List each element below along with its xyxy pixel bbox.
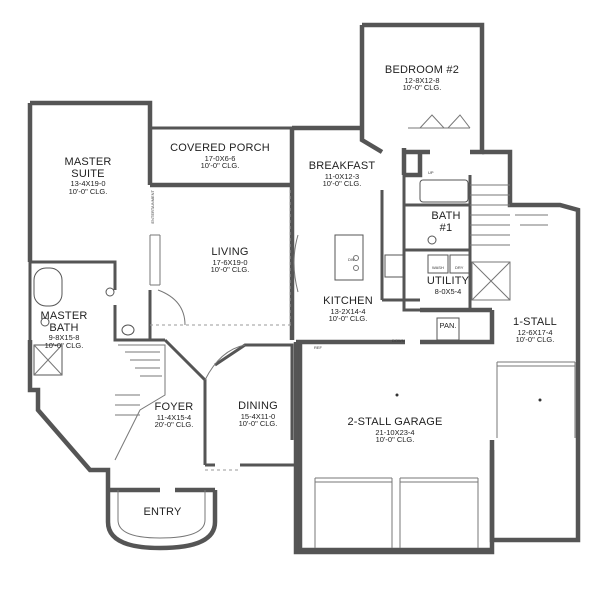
room-dimensions: 12-6X17-4 — [517, 327, 553, 337]
garage-label: 2-STALL GARAGE 21-10X23-4 10'-0" CLG. — [330, 416, 460, 445]
room-ceiling: 10'-0" CLG. — [328, 314, 368, 324]
washer-label: WASH — [432, 265, 444, 270]
room-name-line1: MASTER — [64, 156, 112, 168]
refrigerator-label: REF — [314, 345, 322, 350]
room-name: FOYER — [154, 401, 194, 413]
utility-label: UTILITY 8-0X5-4 — [420, 275, 476, 296]
pantry — [436, 317, 460, 341]
room-name: DINING — [238, 400, 278, 412]
garage-door-2 — [399, 477, 479, 548]
entry-label: ENTRY — [135, 506, 190, 519]
room-dimensions: 12-8X12-8 — [404, 75, 440, 85]
room-name-line2: SUITE — [71, 167, 105, 180]
kitchen-label: KITCHEN 13-2X14-4 10'-0" CLG. — [308, 295, 388, 324]
living-label: LIVING 17-6X19-0 10'-0" CLG. — [185, 246, 275, 275]
room-name: LIVING — [211, 246, 249, 258]
washer — [427, 254, 449, 274]
stairs-right — [470, 184, 510, 246]
one-stall-label: 1-STALL 12-6X17-4 10'-0" CLG. — [495, 316, 575, 345]
room-dimensions: 13-2X14-4 — [330, 306, 366, 316]
room-name: BREAKFAST — [308, 160, 376, 172]
bedroom2-label: BEDROOM #2 12-8X12-8 10'-0" CLG. — [372, 64, 472, 93]
room-name-line1: BATH — [431, 210, 461, 222]
room-ceiling: 10'-0" CLG. — [44, 340, 84, 350]
master-suite-label: MASTER SUITE 13-4X19-0 10'-0" CLG. — [48, 156, 128, 196]
room-dimensions: 15-4X11-0 — [240, 411, 276, 421]
foyer-label: FOYER 11-4X15-4 20'-0" CLG. — [140, 401, 208, 430]
room-name: UTILITY — [426, 275, 470, 287]
room-name: PAN. — [439, 321, 457, 330]
room-name-line2: #1 — [439, 221, 453, 234]
room-ceiling: 10'-0" CLG. — [238, 419, 278, 429]
room-name-line1: MASTER — [40, 310, 88, 322]
room-dimensions: 17-6X19-0 — [212, 257, 248, 267]
room-dimensions: 8-0X5-4 — [434, 286, 462, 296]
room-name: 2-STALL GARAGE — [347, 416, 443, 428]
dryer-label: DRY — [455, 265, 464, 270]
entry-walls — [105, 487, 218, 551]
covered-porch-label: COVERED PORCH 17-0X6-6 10'-0" CLG. — [160, 142, 280, 171]
room-ceiling: 10'-0" CLG. — [515, 335, 555, 345]
breakfast-label: BREAKFAST 11-0X12-3 10'-0" CLG. — [302, 160, 382, 189]
room-name: KITCHEN — [323, 295, 373, 307]
room-dimensions: 21-10X23-4 — [375, 427, 415, 437]
master-suite-walls — [28, 260, 152, 342]
stair-up-label: UP — [428, 170, 434, 175]
room-name-line2: BATH — [49, 321, 79, 334]
room-ceiling: 10'-0" CLG. — [322, 179, 362, 189]
master-toilet — [121, 324, 135, 336]
garage-door-1 — [314, 477, 393, 548]
room-name: COVERED PORCH — [170, 142, 270, 154]
room-ceiling: 10'-0" CLG. — [68, 186, 108, 196]
room-ceiling: 10'-0" CLG. — [402, 83, 442, 93]
room-dimensions: 9-8X15-8 — [48, 333, 80, 343]
master-tub — [33, 267, 63, 307]
bath1-tub — [419, 179, 469, 203]
stairs-foyer — [114, 344, 166, 461]
room-ceiling: 10'-0" CLG. — [200, 161, 240, 171]
garage-walls — [293, 307, 495, 555]
bedroom2-closet — [408, 114, 471, 129]
room-ceiling: 10'-0" CLG. — [375, 435, 415, 445]
room-name: BEDROOM #2 — [384, 64, 460, 76]
pantry-label: PAN. — [436, 322, 460, 330]
stair-down-label: DOWN — [392, 338, 405, 343]
room-dimensions: 13-4X19-0 — [70, 179, 106, 189]
dishwasher-label: DW — [348, 257, 355, 262]
entertainment-label: ENTERTAINMENT — [150, 190, 155, 224]
room-dimensions: 11-4X15-4 — [156, 412, 192, 422]
room-dimensions: 17-0X6-6 — [204, 153, 236, 163]
master-bath-label: MASTER BATH 9-8X15-8 10'-0" CLG. — [28, 310, 100, 350]
garage-door-3 — [496, 361, 576, 438]
dining-label: DINING 15-4X11-0 10'-0" CLG. — [222, 400, 294, 429]
room-name: ENTRY — [143, 506, 182, 518]
bath1-label: BATH #1 — [426, 210, 466, 234]
room-ceiling: 20'-0" CLG. — [154, 420, 194, 430]
room-dimensions: 11-0X12-3 — [324, 171, 360, 181]
bedroom2-walls — [359, 22, 485, 175]
living-boundary — [150, 190, 292, 326]
room-name: 1-STALL — [513, 316, 557, 328]
room-ceiling: 10'-0" CLG. — [210, 265, 250, 275]
dryer — [449, 254, 471, 274]
utility-walls — [402, 250, 472, 312]
